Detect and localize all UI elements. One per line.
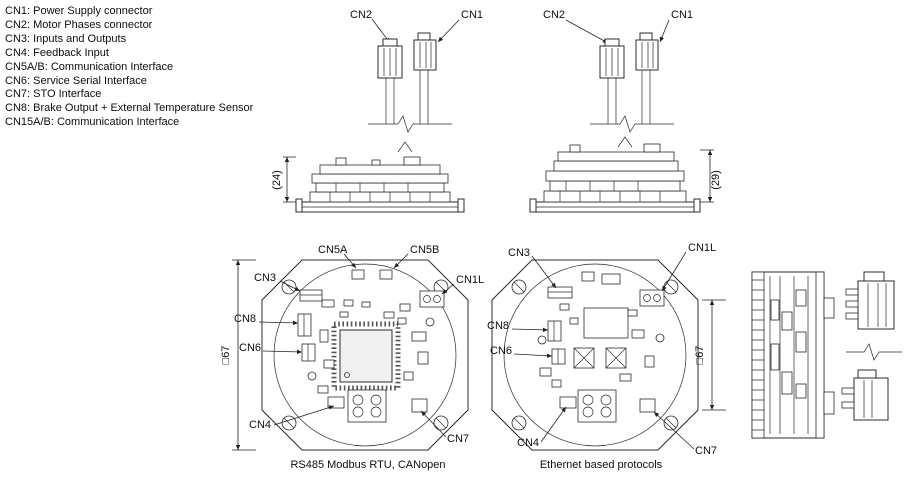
- label-cn8: CN8: [234, 313, 256, 325]
- cn3-connector: [299, 289, 323, 302]
- board-circle: [273, 263, 457, 447]
- top-connector-view-right: CN2 CN1: [543, 9, 693, 133]
- label-cn4: CN4: [249, 419, 271, 431]
- cn1l-connector: [419, 290, 445, 308]
- label-cn3: CN3: [254, 272, 276, 284]
- label-cn1: CN1: [461, 9, 483, 21]
- legend-item-cn15: CN15A/B: Communication Interface: [5, 116, 180, 129]
- cn4-connector: [559, 396, 577, 409]
- break-symbol: [368, 115, 452, 133]
- dimension-square-left: □67: [220, 346, 232, 365]
- center-chip: [331, 321, 401, 391]
- label-cn5a: CN5A: [318, 244, 348, 256]
- board-top-view-right: CN3 CN1L CN8 CN6 CN4 CN7 □67 Ethernet ba…: [487, 242, 726, 471]
- connector-legend: CN1: Power Supply connector CN2: Motor P…: [5, 5, 253, 130]
- board-top-view-left: CN5A CN5B CN3 CN1L CN8 CN6 CN4 CN7 □67 R…: [220, 244, 484, 471]
- profile-view-left: (24): [271, 141, 465, 213]
- cn8-connector: [297, 313, 312, 337]
- corner-screw-icon: [511, 279, 679, 431]
- label-cn6: CN6: [239, 342, 261, 354]
- break-symbol: [590, 115, 674, 133]
- label-cn7: CN7: [695, 445, 717, 457]
- legend-item-cn5: CN5A/B: Communication Interface: [5, 60, 174, 73]
- cn6-connector: [301, 343, 316, 362]
- legend-item-cn7: CN7: STO Interface: [5, 88, 102, 101]
- label-cn3: CN3: [508, 247, 530, 259]
- cn5a-connector: [351, 269, 365, 280]
- leader-cn1: [659, 19, 670, 43]
- label-cn5b: CN5B: [410, 244, 439, 256]
- cn2-mating-connector: [845, 271, 895, 330]
- cn4-connector: [327, 396, 345, 409]
- smd-components: [537, 271, 665, 388]
- break-symbol: [846, 343, 902, 361]
- legend-item-cn2: CN2: Motor Phases connector: [5, 18, 153, 31]
- legend-item-cn1: CN1: Power Supply connector: [5, 5, 153, 17]
- label-cn7: CN7: [447, 433, 469, 445]
- ethernet-phy-chip: [573, 307, 629, 369]
- label-cn2: CN2: [543, 9, 565, 21]
- power-connector-block: [347, 389, 387, 423]
- label-cn6: CN6: [490, 345, 512, 357]
- break-symbol: [617, 136, 633, 148]
- break-symbol: [397, 141, 413, 153]
- label-cn1: CN1: [671, 9, 693, 21]
- legend-item-cn4: CN4: Feedback Input: [5, 46, 109, 59]
- cn1l-connector: [639, 289, 665, 307]
- cn8-connector: [547, 320, 562, 342]
- label-cn4: CN4: [517, 437, 539, 449]
- label-cn2: CN2: [350, 9, 372, 21]
- profile-view-right: (29): [529, 136, 722, 213]
- dimension-height-left: (24): [271, 170, 283, 190]
- cn2-connector-drawing: [599, 38, 625, 124]
- dimension-height-right: (29): [710, 170, 722, 190]
- cn1-connector-drawing: [635, 32, 659, 124]
- cn1-mating-connector: [841, 369, 889, 421]
- board-circle: [503, 263, 687, 447]
- side-view-stack: [751, 271, 835, 439]
- dimension-square-right: □67: [694, 346, 706, 365]
- cn3-connector: [547, 286, 573, 299]
- power-connector-block: [577, 389, 617, 423]
- legend-item-cn3: CN3: Inputs and Outputs: [5, 32, 127, 45]
- cn7-connector: [639, 398, 656, 413]
- cn6-connector: [551, 348, 566, 365]
- caption-left: RS485 Modbus RTU, CANopen: [290, 459, 445, 471]
- cn1-connector-drawing: [413, 32, 437, 124]
- top-connector-view-left: CN2 CN1: [350, 9, 483, 133]
- cn2-connector-drawing: [377, 38, 403, 124]
- leader-cn1: [437, 19, 460, 43]
- label-cn1l: CN1L: [456, 274, 484, 286]
- leader-cn2: [565, 19, 609, 44]
- legend-item-cn8: CN8: Brake Output + External Temperature…: [5, 102, 254, 115]
- cn5b-connector: [379, 269, 393, 280]
- mating-connector-detail: [841, 271, 902, 421]
- smd-components: [307, 299, 435, 394]
- legend-item-cn6: CN6: Service Serial Interface: [5, 74, 147, 87]
- board-outline: [261, 259, 469, 451]
- label-cn1l: CN1L: [688, 242, 716, 254]
- cn7-connector: [411, 398, 428, 413]
- board-outline: [491, 259, 699, 451]
- caption-right: Ethernet based protocols: [540, 459, 663, 471]
- label-cn8: CN8: [487, 320, 509, 332]
